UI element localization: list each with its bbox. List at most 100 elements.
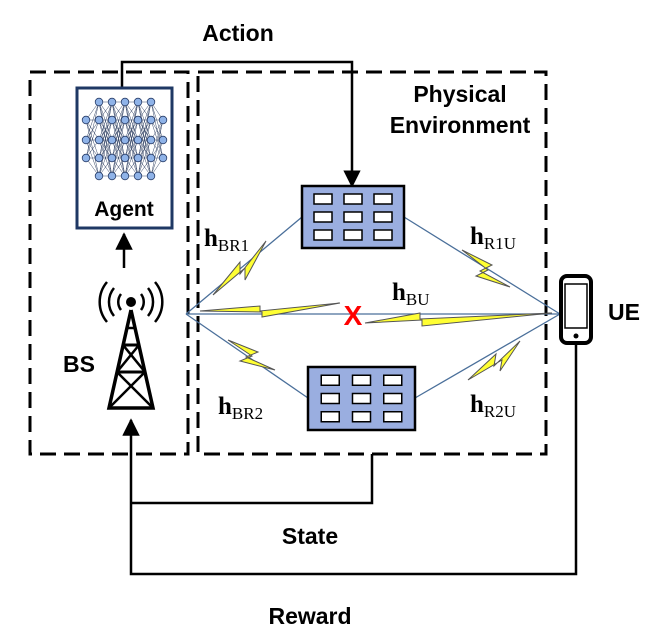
nn-node: [107, 153, 117, 163]
nn-node: [107, 135, 117, 145]
reward-label: Reward: [268, 603, 351, 629]
nn-edge: [137, 119, 152, 177]
nn-node: [133, 115, 143, 125]
nn-edge: [137, 101, 152, 177]
ris-panel-1: [300, 184, 406, 250]
nn-node: [94, 97, 104, 107]
nn-node: [133, 171, 143, 181]
nn-node: [120, 171, 130, 181]
nn-edge: [85, 101, 100, 159]
channel-label-bu: hBU: [392, 279, 430, 309]
nn-edge: [85, 101, 100, 141]
ris-cell: [313, 211, 333, 223]
ris-cell: [351, 374, 372, 386]
ris-cell: [373, 229, 393, 241]
nn-node: [81, 115, 91, 125]
nn-edge: [85, 119, 100, 159]
nn-node: [120, 115, 130, 125]
lightning-bolts: [199, 240, 553, 381]
nn-edge: [124, 119, 139, 177]
ris-cell: [383, 411, 403, 423]
nn-node: [158, 135, 168, 145]
nn-node: [133, 135, 143, 145]
ris-cell: [343, 229, 363, 241]
ris-cell: [383, 392, 403, 405]
nn-edge: [98, 119, 113, 177]
nn-edge: [85, 119, 100, 177]
lightning-r1u: [461, 249, 511, 288]
nn-edge: [150, 101, 164, 141]
ris-cell: [373, 193, 393, 205]
channel-label-r1u: hR1U: [470, 223, 516, 253]
nn-node: [94, 171, 104, 181]
nn-node: [107, 171, 117, 181]
lightning-br1: [212, 240, 267, 296]
nn-edge: [124, 101, 139, 141]
nn-node: [81, 135, 91, 145]
nn-edge: [98, 101, 113, 141]
nn-edge: [98, 101, 113, 159]
lightning-r2u: [467, 340, 521, 381]
nn-edge: [111, 101, 126, 141]
nn-node: [146, 153, 156, 163]
nn-node: [120, 97, 130, 107]
nn-node: [107, 97, 117, 107]
nn-node: [120, 153, 130, 163]
channel-label-br2: hBR2: [218, 393, 263, 423]
nn-edge: [124, 139, 139, 177]
ris-cell: [320, 374, 340, 386]
cell-tower-icon: [98, 281, 164, 410]
ris-cell: [343, 193, 363, 205]
nn-edge: [137, 101, 152, 159]
nn-edge: [98, 139, 113, 177]
ris-cell: [313, 193, 333, 205]
ris-cell: [383, 374, 403, 386]
nn-edge: [111, 101, 126, 159]
nn-edge: [124, 101, 139, 177]
nn-node: [133, 97, 143, 107]
state-line: [131, 454, 374, 505]
nn-node: [133, 153, 143, 163]
nn-node: [158, 115, 168, 125]
nn-node: [94, 135, 104, 145]
ue-label: UE: [608, 299, 640, 325]
lightning-bu-right: [364, 312, 553, 327]
physical-label-line2: Environment: [390, 112, 531, 138]
nn-node: [146, 97, 156, 107]
reward-line: [122, 343, 578, 576]
nn-edge: [137, 101, 152, 141]
nn-node: [158, 153, 168, 163]
lightning-bu-left: [199, 302, 341, 318]
bs-side-box: [28, 70, 190, 456]
nn-node: [94, 115, 104, 125]
nn-node: [81, 153, 91, 163]
action-label: Action: [202, 20, 274, 46]
physical-label-line1: Physical: [413, 81, 506, 107]
nn-edge: [124, 101, 139, 159]
bs-label: BS: [63, 351, 95, 377]
ris-cell: [313, 229, 333, 241]
nn-edge: [111, 101, 126, 177]
channel-label-r2u: hR2U: [470, 391, 516, 421]
nn-node: [107, 115, 117, 125]
ris-cell: [320, 392, 340, 405]
ris-cell: [320, 411, 340, 423]
nn-edge: [137, 139, 152, 177]
ris-cell: [351, 411, 372, 423]
smartphone-icon: [559, 274, 593, 345]
nn-node: [146, 171, 156, 181]
nn-edge: [150, 119, 164, 159]
nn-node: [146, 115, 156, 125]
ris-cell: [351, 392, 372, 405]
ris-cell: [343, 211, 363, 223]
agent-label: Agent: [94, 198, 154, 221]
channel-label-br1: hBR1: [204, 225, 249, 255]
blocked-x-icon: X: [344, 300, 363, 331]
nn-edge: [150, 119, 164, 177]
ris-panel-2: [306, 365, 417, 432]
nn-node: [146, 135, 156, 145]
nn-edge: [98, 101, 113, 177]
action-line: [120, 60, 361, 188]
ris-cell: [373, 211, 393, 223]
